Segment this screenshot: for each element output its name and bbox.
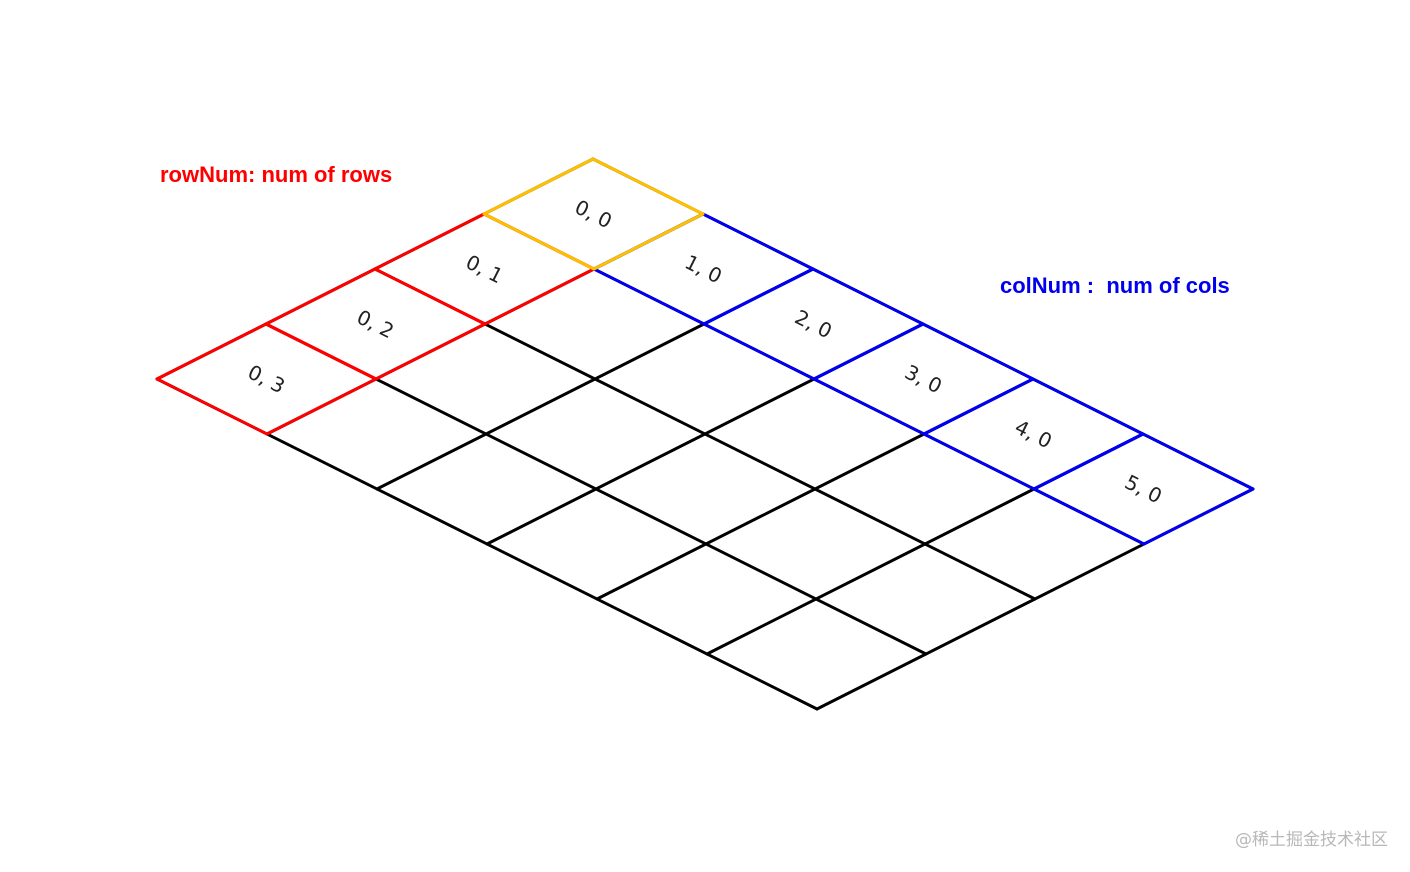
row-num-label: rowNum: num of rows	[160, 162, 393, 187]
cell-label-0-0: 0, 0	[571, 195, 616, 234]
cell-label-0-3: 0, 3	[244, 360, 289, 399]
cell-labels: 0, 0 1, 0 2, 0 3, 0 4, 0 5, 0 0, 1 0, 2 0, 3	[244, 195, 1166, 509]
cell-label-4-0: 4, 0	[1011, 415, 1056, 454]
cell-label-0-2: 0, 2	[353, 305, 398, 344]
cell-label-3-0: 3, 0	[901, 360, 946, 399]
origin-cell	[482, 157, 705, 271]
grid-lines	[155, 157, 1255, 711]
cell-label-1-0: 1, 0	[681, 250, 726, 289]
cell-label-2-0: 2, 0	[791, 305, 836, 344]
watermark: @稀土掘金技术社区	[1235, 830, 1388, 850]
row-cell-0-3	[155, 322, 378, 436]
cell-label-0-1: 0, 1	[462, 250, 507, 289]
cell-label-5-0: 5, 0	[1121, 470, 1166, 509]
highlighted-cells	[155, 157, 1255, 546]
col-cell-5-0	[1032, 432, 1255, 546]
col-num-label: colNum : num of cols	[1000, 273, 1230, 298]
